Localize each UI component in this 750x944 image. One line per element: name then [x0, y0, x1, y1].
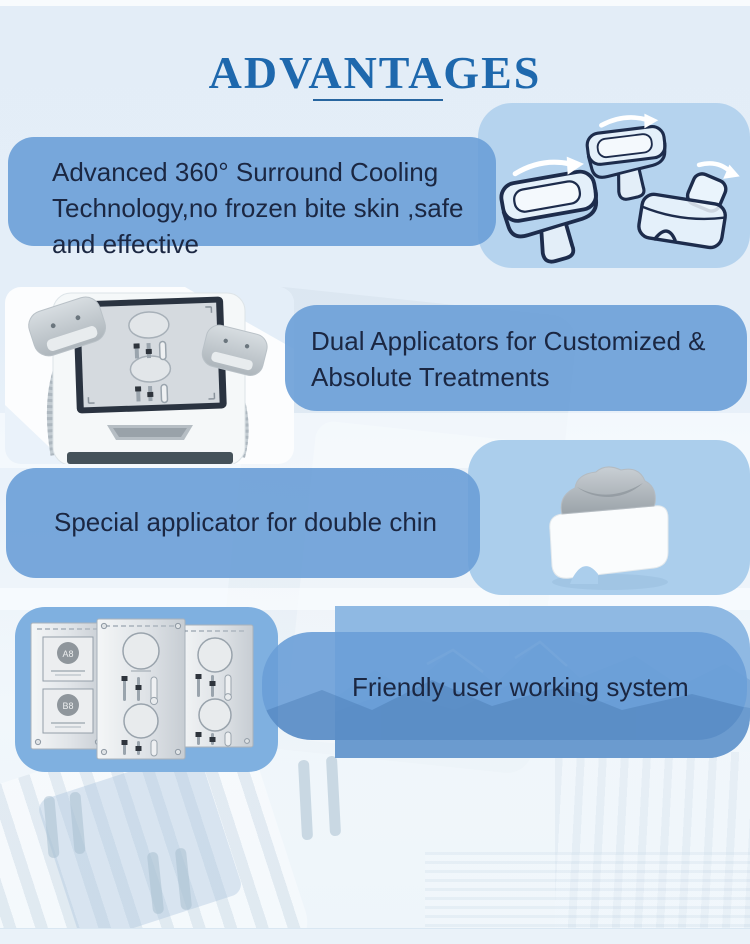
machine-photo-card: [5, 287, 294, 464]
control-panel-card-middle: [96, 618, 186, 760]
dial-icon: [122, 632, 160, 670]
feature-text-line: Friendly user working system: [352, 672, 689, 702]
control-panel-card-right: [176, 624, 254, 748]
applicator-saddle-dip: [577, 483, 643, 497]
chin-applicator-illustration: [549, 466, 669, 590]
machine-illustration: [5, 287, 294, 464]
dial-icon: [197, 637, 233, 673]
applicator-sketch-icon: [585, 113, 667, 201]
top-edge-strip: [0, 0, 750, 6]
faded-water-ripples: [425, 852, 750, 934]
faded-leg-bar: [174, 847, 193, 911]
faded-leg-bar: [297, 759, 314, 841]
title-underline: [313, 99, 443, 101]
feature-text-line: Advanced 360° Surround Cooling: [52, 157, 439, 187]
faded-ice-streaks: [555, 752, 750, 944]
feature-text-line: and effective: [52, 229, 199, 259]
program-label-a: A8: [62, 649, 73, 659]
faded-leg-bar: [43, 795, 60, 859]
applicator-body: [549, 505, 669, 579]
left-handpiece: [28, 296, 107, 357]
right-handpiece: [201, 324, 268, 376]
feature-box-dual-applicators: Dual Applicators for Customized & Absolu…: [285, 305, 747, 411]
bottom-edge-strip: [0, 928, 750, 944]
feature-box-friendly-system: Friendly user working system: [262, 632, 747, 740]
faded-leg-bar: [146, 851, 165, 915]
machine-screen: [73, 296, 227, 414]
control-panel-card-left: A8 B8: [30, 622, 106, 750]
faded-leg-bar: [325, 755, 342, 837]
applicator-sketch-icon: [637, 161, 740, 250]
applicator-sketches-panel: [478, 103, 750, 268]
applicator-notch: [570, 566, 598, 584]
program-label-b: B8: [62, 701, 73, 711]
feature-box-double-chin: Special applicator for double chin: [6, 468, 480, 578]
faded-leg-bar: [69, 791, 86, 855]
applicator-sketches-illustration: [499, 113, 740, 264]
dial-icon: [123, 703, 159, 739]
screen-dial: [128, 311, 170, 339]
page-title: ADVANTAGES: [208, 47, 542, 98]
feature-box-cooling: Advanced 360° Surround Cooling Technolog…: [8, 137, 496, 259]
applicator-sketch-icon: [499, 156, 599, 264]
control-panels-illustration: A8 B8: [25, 613, 263, 765]
feature-text-line: Technology,no frozen bite skin ,safe: [52, 193, 464, 223]
faded-machine-frame-tint: [35, 749, 245, 944]
feature-text-line: Special applicator for double chin: [54, 507, 438, 537]
feature-text-line: Dual Applicators for Customized &: [311, 326, 706, 356]
machine-base: [67, 452, 233, 464]
applicator-saddle: [560, 466, 656, 515]
dial-icon: [198, 698, 232, 732]
chin-applicator-panel: [468, 440, 750, 595]
feature-text-line: Absolute Treatments: [311, 362, 550, 392]
